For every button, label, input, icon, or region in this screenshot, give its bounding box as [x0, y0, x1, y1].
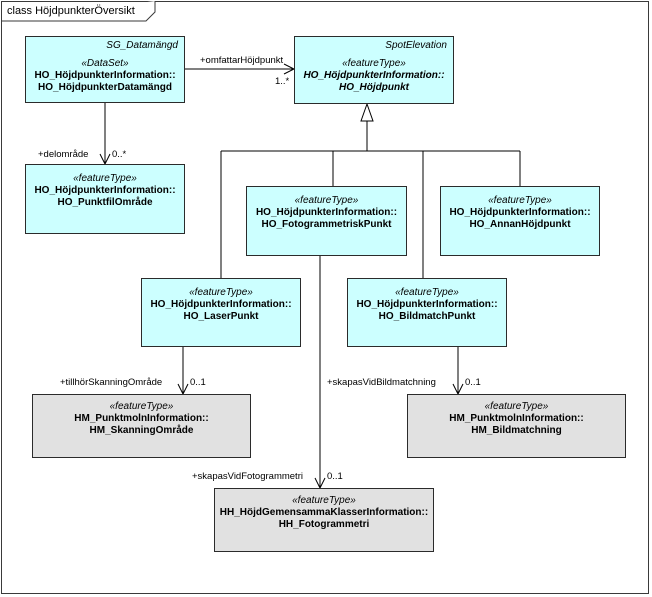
class-fotogram[interactable]: «featureType» HO_HöjdpunkterInformation:… [246, 186, 407, 256]
class-fotogrammetri[interactable]: «featureType» HH_HöjdGemensammaKlasserIn… [214, 488, 434, 552]
class-bildmatch-stereotype: «featureType» [395, 287, 459, 298]
class-dataset-stereotype: «DataSet» [81, 58, 129, 69]
frame-title: class HöjdpunkterÖversikt [1, 1, 155, 21]
label-omfattar-mult: 1..* [275, 76, 290, 87]
label-skapas-bild-role: +skapasVidBildmatchning [327, 377, 436, 388]
class-hojdpunkt[interactable]: SpotElevation «featureType» HO_Höjdpunkt… [294, 36, 454, 104]
class-fotogram-package: HO_HöjdpunkterInformation:: [255, 207, 398, 218]
class-laser-name: HO_LaserPunkt [183, 311, 259, 322]
class-fotogrammetri-package: HH_HöjdGemensammaKlasserInformation:: [219, 507, 429, 518]
class-punktfil-package: HO_HöjdpunkterInformation:: [34, 185, 176, 196]
class-fotogrammetri-stereotype: «featureType» [292, 495, 356, 506]
class-hojdpunkt-corner-label: SpotElevation [385, 40, 447, 51]
class-hojdpunkt-name: HO_Höjdpunkt [339, 82, 409, 93]
class-laser-package: HO_HöjdpunkterInformation:: [150, 299, 292, 310]
label-delomrade-mult: 0..* [112, 149, 127, 160]
gen-triangle [360, 102, 374, 122]
class-annan[interactable]: «featureType» HO_HöjdpunkterInformation:… [440, 186, 600, 256]
class-punktfil[interactable]: «featureType» HO_HöjdpunkterInformation:… [25, 164, 185, 234]
label-tillhor-role: +tillhörSkanningOmråde [60, 377, 163, 388]
class-skanning[interactable]: «featureType» HM_PunktmolnInformation:: … [32, 394, 251, 458]
class-bildmatch[interactable]: «featureType» HO_HöjdpunkterInformation:… [347, 278, 507, 347]
label-skapas-foto-role: +skapasVidFotogrammetri [192, 471, 303, 482]
label-omfattar-role: +omfattarHöjdpunkt [200, 55, 284, 66]
class-skanning-package: HM_PunktmolnInformation:: [74, 413, 209, 424]
class-punktfil-stereotype: «featureType» [73, 173, 137, 184]
class-dataset[interactable]: SG_Datamängd «DataSet» HO_HöjdpunkterInf… [25, 36, 185, 103]
class-skanning-stereotype: «featureType» [109, 401, 174, 412]
class-dataset-package: HO_HöjdpunkterInformation:: [34, 70, 176, 81]
class-punktfil-name: HO_PunktfilOmråde [57, 197, 153, 208]
class-bildmatchning-name: HM_Bildmatchning [471, 425, 562, 436]
label-skapas-foto-mult: 0..1 [327, 471, 343, 482]
class-fotogrammetri-name: HH_Fotogrammetri [278, 519, 370, 530]
class-laser[interactable]: «featureType» HO_HöjdpunkterInformation:… [141, 278, 301, 347]
class-bildmatchning-stereotype: «featureType» [484, 401, 549, 412]
class-skanning-name: HM_SkanningOmråde [89, 425, 194, 436]
class-bildmatchning[interactable]: «featureType» HM_PunktmolnInformation:: … [407, 394, 626, 458]
class-dataset-name: HO_HöjdpunkterDatamängd [38, 82, 172, 93]
label-tillhor-mult: 0..1 [190, 377, 206, 388]
frame-title-text: class HöjdpunkterÖversikt [7, 5, 135, 17]
frame-title-tab [1, 1, 156, 22]
class-bildmatchning-package: HM_PunktmolnInformation:: [449, 413, 584, 424]
class-annan-stereotype: «featureType» [488, 195, 552, 206]
class-hojdpunkt-stereotype: «featureType» [342, 58, 406, 69]
label-skapas-bild-mult: 0..1 [465, 377, 481, 388]
class-annan-package: HO_HöjdpunkterInformation:: [449, 207, 591, 218]
class-hojdpunkt-package: HO_HöjdpunkterInformation:: [303, 70, 445, 81]
class-bildmatch-package: HO_HöjdpunkterInformation:: [356, 299, 498, 310]
class-dataset-corner-label: SG_Datamängd [106, 40, 178, 51]
label-delomrade-role: +delområde [38, 149, 89, 160]
class-laser-stereotype: «featureType» [189, 287, 253, 298]
class-fotogram-name: HO_FotogrammetriskPunkt [261, 219, 392, 230]
class-annan-name: HO_AnnanHöjdpunkt [469, 219, 571, 230]
class-fotogram-stereotype: «featureType» [294, 195, 359, 206]
class-bildmatch-name: HO_BildmatchPunkt [378, 311, 476, 322]
